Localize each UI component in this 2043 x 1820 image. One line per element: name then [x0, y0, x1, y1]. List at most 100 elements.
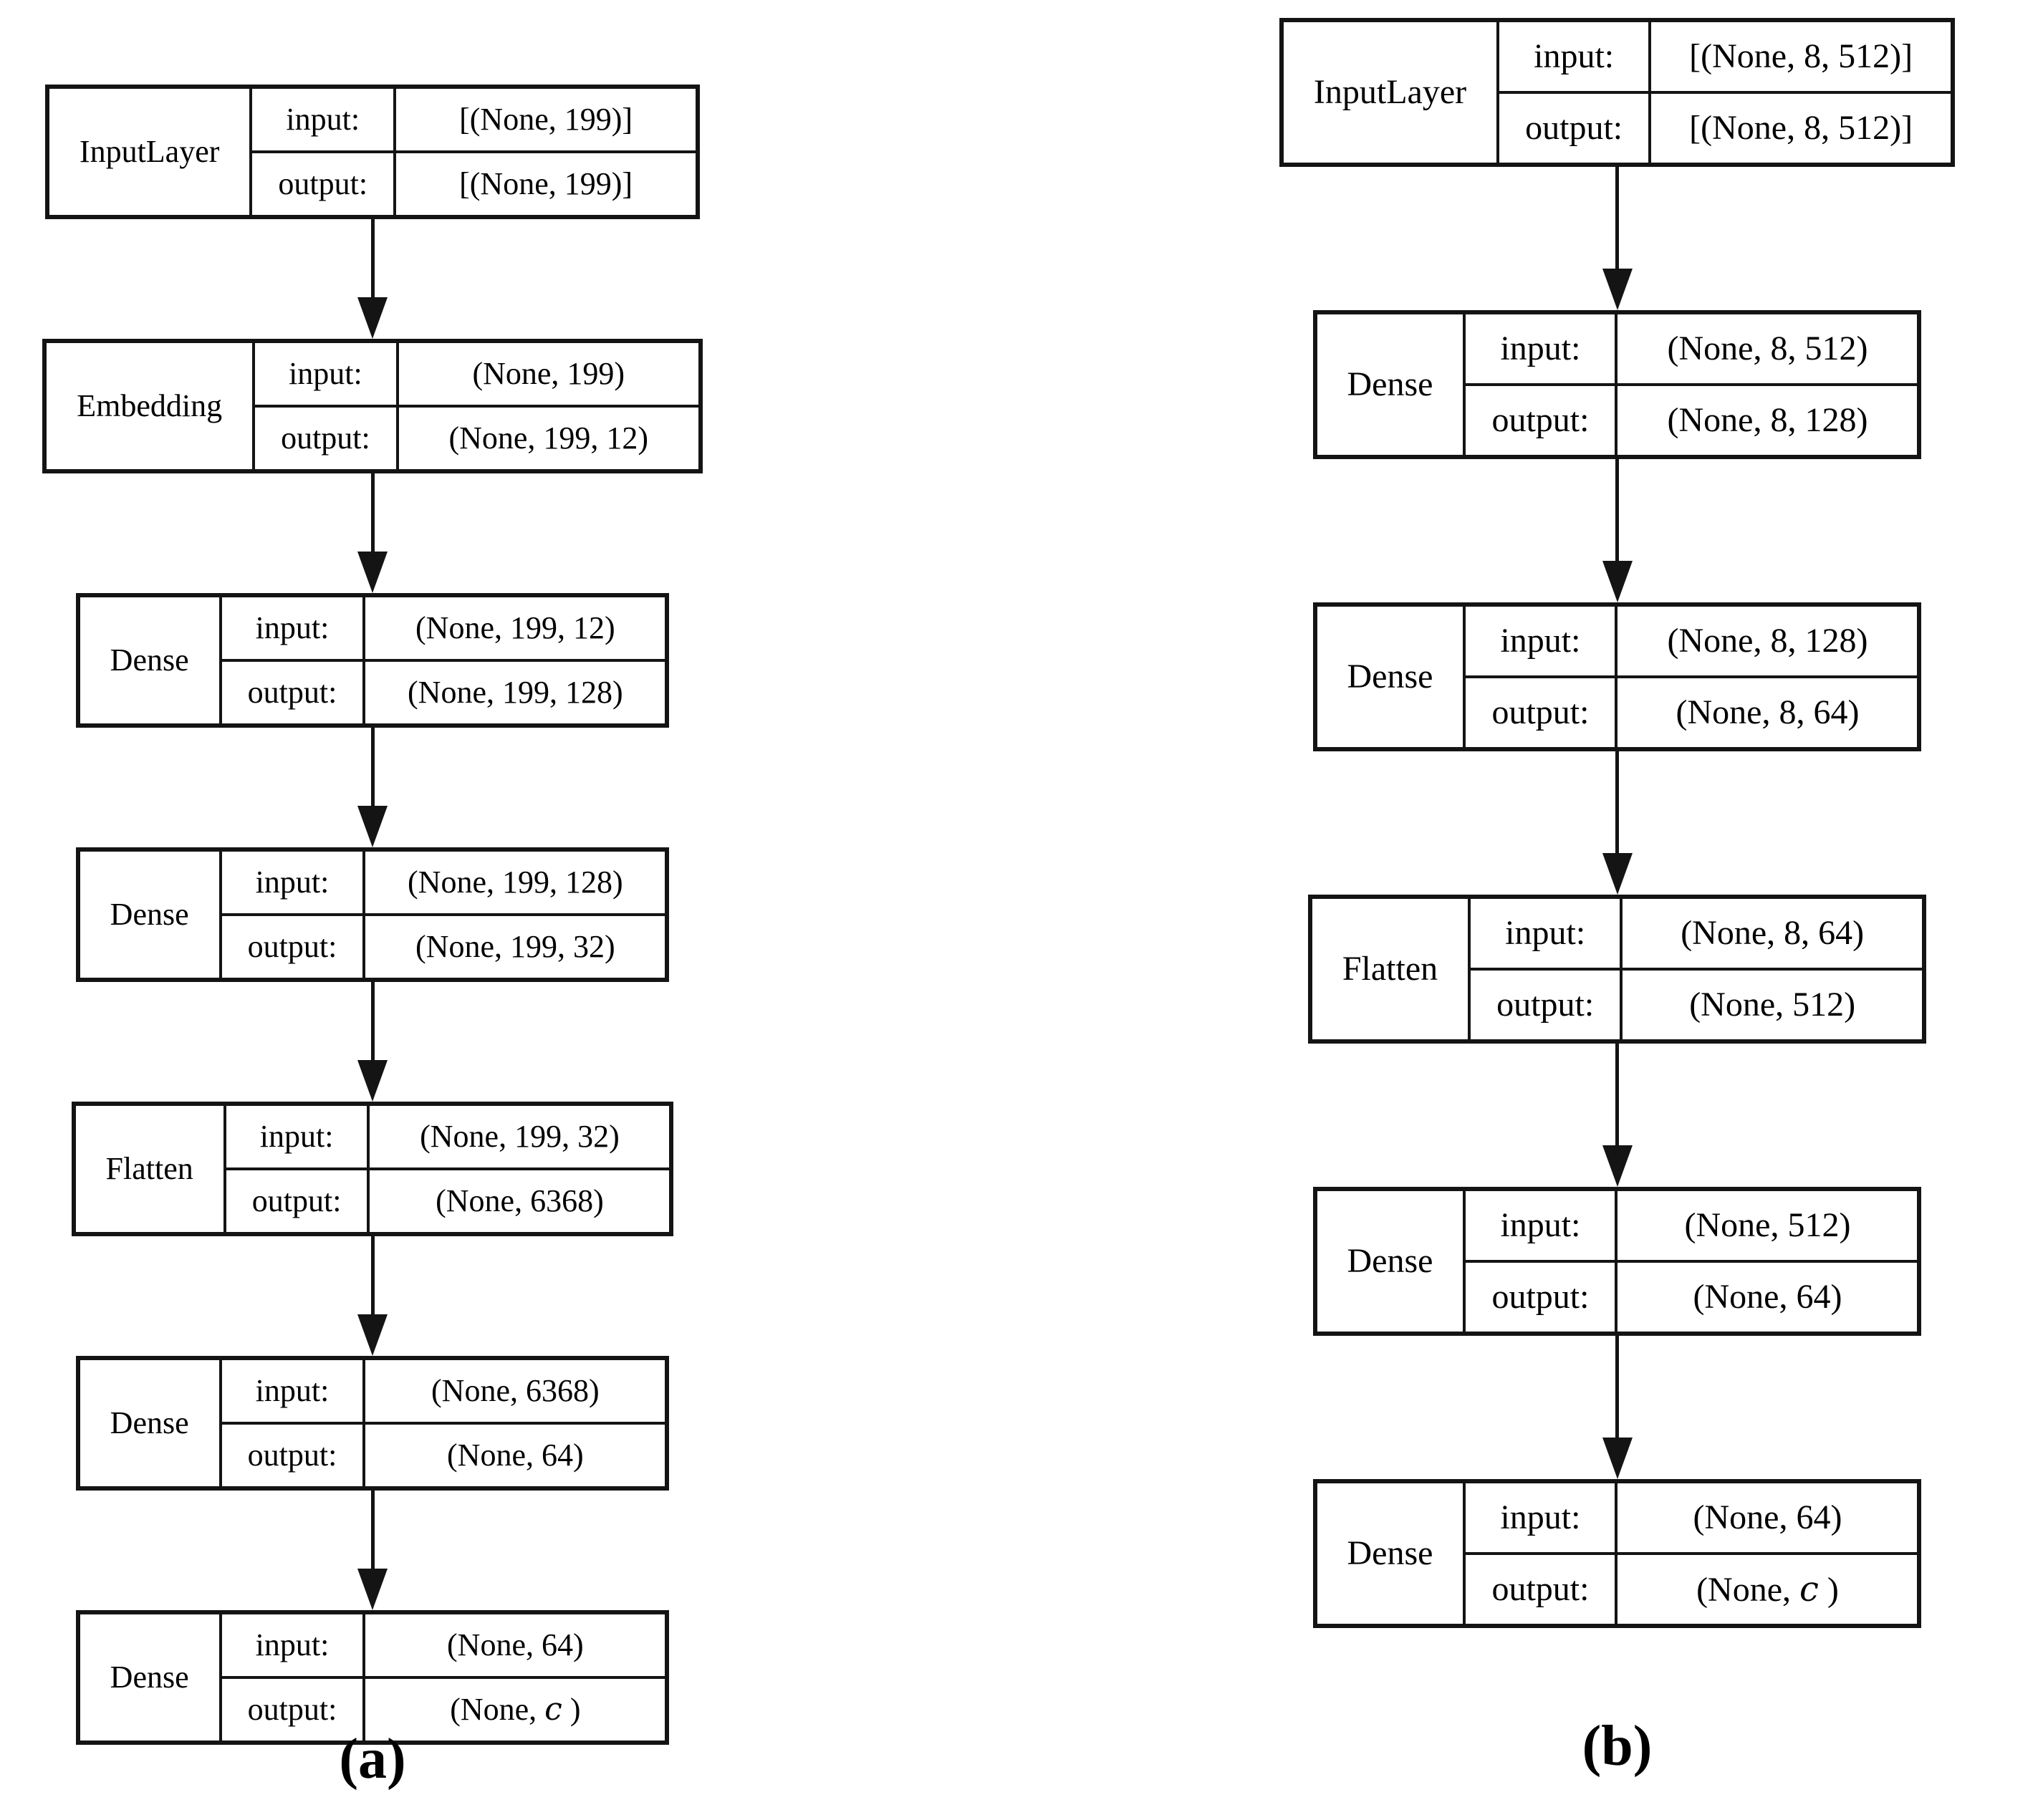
- input-label: input:: [1463, 311, 1618, 386]
- shape-prefix: (None,: [1696, 1570, 1800, 1609]
- input-label: input:: [1463, 1188, 1618, 1263]
- output-label: output:: [218, 1676, 366, 1744]
- input-shape: (None, 199): [395, 340, 702, 408]
- arrow-shaft: [1615, 459, 1619, 561]
- output-shape: (None, 199, 12): [395, 405, 702, 473]
- input-label: input:: [252, 340, 399, 408]
- layer-name: Embedding: [43, 340, 256, 473]
- arrowhead-icon: [1602, 853, 1633, 895]
- input-label: input:: [1463, 603, 1618, 678]
- arrow-shaft: [1615, 751, 1619, 853]
- output-label: output:: [1463, 1552, 1618, 1627]
- layer-box-b-4: Dense input: (None, 512) output: (None, …: [1312, 1187, 1922, 1336]
- input-shape: [(None, 8, 512)]: [1648, 19, 1955, 94]
- input-label: input:: [218, 1611, 366, 1679]
- arrowhead-icon: [1602, 1145, 1633, 1187]
- flow-arrow: [1602, 751, 1633, 895]
- arrow-shaft: [370, 982, 375, 1060]
- input-label: input:: [223, 1102, 370, 1170]
- arrowhead-icon: [357, 1060, 388, 1102]
- shape-prefix: (None,: [450, 1692, 545, 1727]
- input-label: input:: [1463, 1480, 1618, 1555]
- input-shape: (None, 199, 128): [362, 848, 669, 916]
- layer-name: Dense: [76, 1611, 222, 1744]
- output-shape: (None, c ): [362, 1676, 669, 1744]
- class-count-variable: c: [1799, 1569, 1819, 1609]
- input-shape: (None, 64): [1615, 1480, 1921, 1555]
- output-label: output:: [223, 1167, 370, 1236]
- output-label: output:: [249, 150, 397, 218]
- arrowhead-icon: [1602, 269, 1633, 310]
- layer-name: InputLayer: [1279, 19, 1500, 166]
- output-label: output:: [1463, 383, 1618, 458]
- arrow-shaft: [370, 219, 375, 297]
- arrowhead-icon: [1602, 561, 1633, 602]
- input-shape: (None, 8, 128): [1615, 603, 1921, 678]
- layer-box-b-5: Dense input: (None, 64) output: (None, c…: [1312, 1479, 1922, 1628]
- input-label: input:: [1468, 895, 1623, 971]
- input-shape: (None, 199, 12): [362, 594, 669, 662]
- layer-box-a-1: Embedding input: (None, 199) output: (No…: [42, 339, 703, 473]
- arrowhead-icon: [357, 297, 388, 339]
- layer-name: Dense: [1313, 1188, 1466, 1335]
- input-shape: (None, 512): [1615, 1188, 1921, 1263]
- arrow-shaft: [1615, 167, 1619, 269]
- layer-box-a-2: Dense input: (None, 199, 12) output: (No…: [75, 593, 670, 728]
- input-shape: (None, 199, 32): [367, 1102, 673, 1170]
- flow-arrow: [357, 1491, 388, 1610]
- class-count-variable: c: [544, 1691, 562, 1728]
- layer-box-a-4: Flatten input: (None, 199, 32) output: (…: [71, 1102, 674, 1236]
- flow-arrow: [357, 219, 388, 339]
- input-label: input:: [218, 594, 366, 662]
- output-label: output:: [1496, 91, 1652, 166]
- arrowhead-icon: [1602, 1438, 1633, 1479]
- arrowhead-icon: [357, 806, 388, 847]
- input-label: input:: [249, 85, 397, 153]
- diagram-a: InputLayer input: [(None, 199)] output: …: [11, 85, 734, 1745]
- shape-suffix: ): [1818, 1570, 1839, 1609]
- arrow-shaft: [370, 1491, 375, 1569]
- output-label: output:: [218, 913, 366, 981]
- layer-name: InputLayer: [45, 85, 253, 218]
- caption-a: (a): [339, 1728, 406, 1791]
- layer-box-b-3: Flatten input: (None, 8, 64) output: (No…: [1307, 895, 1927, 1044]
- layer-box-a-6: Dense input: (None, 64) output: (None, c…: [75, 1610, 670, 1745]
- input-shape: (None, 64): [362, 1611, 669, 1679]
- shape-suffix: ): [562, 1692, 581, 1727]
- arrow-shaft: [1615, 1336, 1619, 1438]
- layer-name: Flatten: [1308, 895, 1471, 1043]
- output-shape: (None, 512): [1620, 968, 1926, 1043]
- flow-arrow: [1602, 459, 1633, 602]
- arrow-shaft: [370, 728, 375, 806]
- layer-name: Dense: [1313, 1480, 1466, 1627]
- flow-arrow: [357, 982, 388, 1102]
- layer-box-a-5: Dense input: (None, 6368) output: (None,…: [75, 1356, 670, 1491]
- layer-name: Dense: [76, 848, 222, 981]
- output-shape: (None, 8, 64): [1615, 675, 1921, 751]
- input-shape: (None, 6368): [362, 1357, 669, 1425]
- flow-arrow: [357, 473, 388, 593]
- input-label: input:: [218, 848, 366, 916]
- layer-box-b-1: Dense input: (None, 8, 512) output: (Non…: [1312, 310, 1922, 459]
- output-shape: (None, 199, 32): [362, 913, 669, 981]
- caption-b: (b): [1582, 1715, 1653, 1778]
- input-label: input:: [1496, 19, 1652, 94]
- layer-box-a-0: InputLayer input: [(None, 199)] output: …: [44, 85, 701, 219]
- output-label: output:: [1463, 1260, 1618, 1335]
- layer-name: Flatten: [72, 1102, 226, 1236]
- output-shape: (None, 199, 128): [362, 659, 669, 727]
- flow-arrow: [1602, 1044, 1633, 1187]
- output-shape: (None, 6368): [367, 1167, 673, 1236]
- output-shape: (None, 64): [1615, 1260, 1921, 1335]
- layer-box-b-2: Dense input: (None, 8, 128) output: (Non…: [1312, 602, 1922, 751]
- input-shape: (None, 8, 512): [1615, 311, 1921, 386]
- flow-arrow: [357, 1236, 388, 1356]
- arrowhead-icon: [357, 1314, 388, 1356]
- layer-name: Dense: [76, 594, 222, 727]
- layer-name: Dense: [1313, 311, 1466, 458]
- arrow-shaft: [1615, 1044, 1619, 1145]
- output-label: output:: [218, 659, 366, 727]
- layer-name: Dense: [76, 1357, 222, 1490]
- flow-arrow: [1602, 1336, 1633, 1479]
- flow-arrow: [1602, 167, 1633, 310]
